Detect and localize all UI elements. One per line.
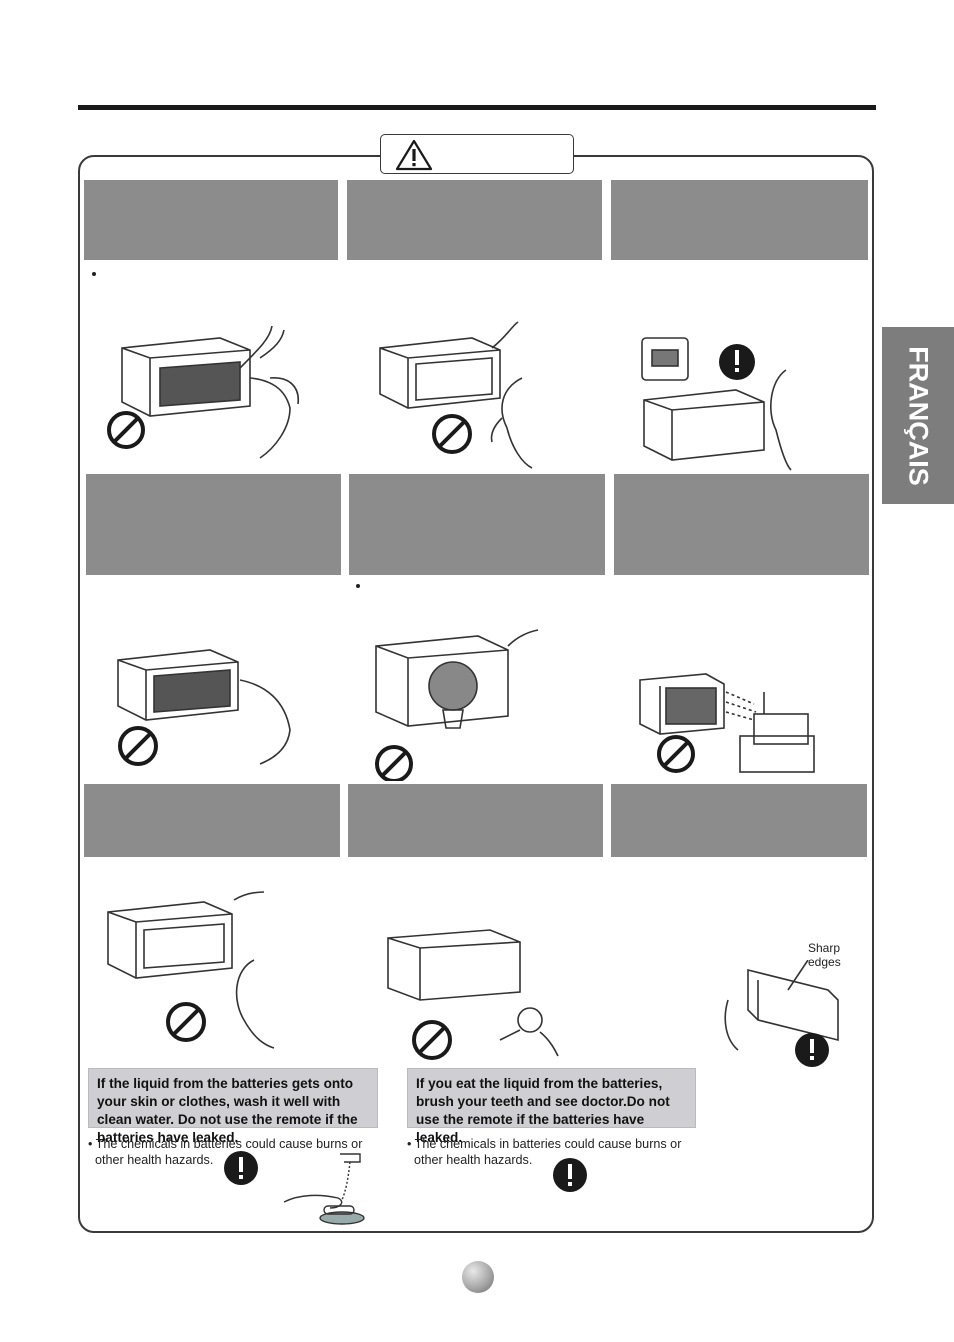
- warning-panel-3: [611, 180, 868, 260]
- language-tab: FRANÇAIS: [882, 327, 954, 504]
- warning-panel-5: [349, 474, 605, 575]
- bullet-dot: [92, 272, 96, 276]
- illustration-hand-in-grille: [107, 325, 299, 459]
- battery-note-skin: If the liquid from the batteries gets on…: [88, 1068, 378, 1145]
- sharp-edges-label: Sharp edges: [808, 941, 841, 969]
- warning-panel-8: [348, 784, 603, 857]
- warning-tab: [380, 134, 574, 174]
- illustration-battery-leak-mouth: [387, 929, 559, 1060]
- battery-hazard-text-1: • The chemicals in batteries could cause…: [88, 1137, 363, 1167]
- warning-panel-6: [614, 474, 869, 575]
- illustration-hand-at-outlet: [117, 649, 291, 766]
- illustration-washing-hands: [283, 1153, 365, 1225]
- language-tab-label: FRANÇAIS: [903, 345, 934, 486]
- exclamation-icon: [553, 1158, 587, 1192]
- warning-panel-9: [611, 784, 867, 857]
- illustration-pet-aquarium: [639, 673, 815, 773]
- illustration-unplug-notice: [641, 337, 792, 471]
- bullet-dot: [356, 584, 360, 588]
- warning-panel-7: [84, 784, 340, 857]
- exclamation-icon: [224, 1151, 258, 1185]
- header-rule: [78, 105, 876, 110]
- illustration-plant-near-unit: [375, 629, 539, 781]
- page-number-badge: [462, 1261, 494, 1293]
- battery-note-eat: If you eat the liquid from the batteries…: [407, 1068, 696, 1145]
- battery-hazard-text-2: • The chemicals in batteries could cause…: [407, 1137, 682, 1167]
- illustration-spray-near-unit: [107, 891, 275, 1049]
- illustration-sharp-edges: [724, 960, 839, 1067]
- warning-panel-2: [347, 180, 602, 260]
- warning-panel-1: [84, 180, 338, 260]
- warning-triangle-icon: [395, 139, 433, 171]
- warning-panel-4: [86, 474, 341, 575]
- illustration-remote-user: [379, 321, 533, 469]
